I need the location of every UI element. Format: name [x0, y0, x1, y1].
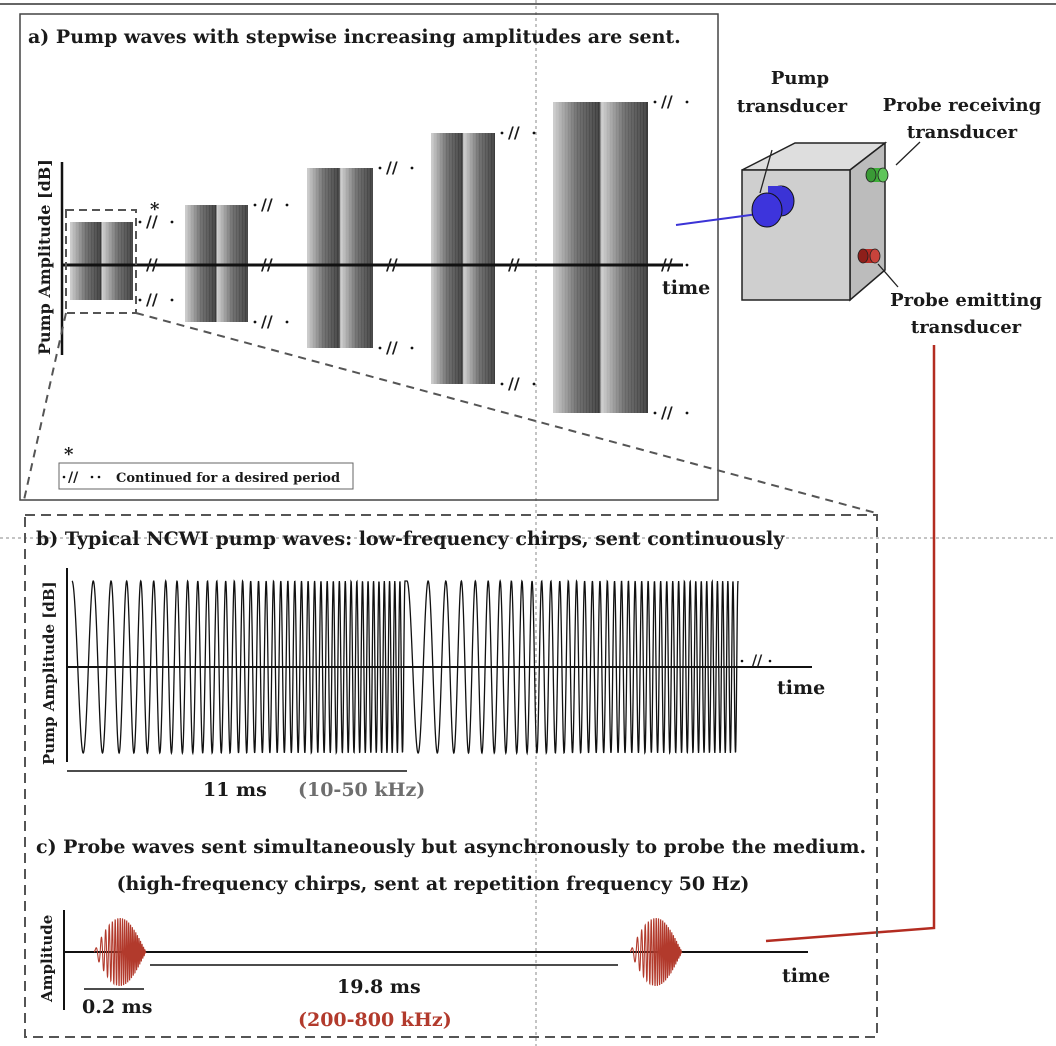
- pump-freq-label: (10-50 kHz): [298, 779, 425, 801]
- probe-freq-label: (200-800 kHz): [298, 1009, 452, 1031]
- panel-c-time-label: time: [782, 965, 830, 987]
- zoom-box: [65, 209, 137, 314]
- panel-bc-frame: [24, 514, 878, 1038]
- break-mark-bottom-1: //: [146, 290, 158, 309]
- panel-a-time-label: time: [662, 277, 710, 299]
- panel-c-title: c) Probe waves sent simultaneously but a…: [36, 836, 866, 858]
- break-mark-bottom-5: //: [661, 403, 673, 422]
- specimen-cube: Pump transducer Probe receiving transduc…: [675, 68, 1042, 338]
- pump-burst-3: [307, 168, 373, 348]
- panel-a-ylabel: Pump Amplitude [dB]: [35, 159, 54, 355]
- panel-b-title: b) Typical NCWI pump waves: low-frequenc…: [36, 528, 785, 550]
- legend-break-mark: //: [68, 470, 79, 486]
- break-mark-axis-1: //: [146, 255, 158, 274]
- probe-receiving-transducer: [865, 167, 877, 183]
- interval-label: 19.8 ms: [337, 976, 421, 998]
- panel-a-title: a) Pump waves with stepwise increasing a…: [28, 26, 681, 48]
- break-marks: // // // // // // // // // // // // // // //: [138, 92, 689, 422]
- panel-c-ylabel: Amplitude: [38, 915, 56, 1003]
- pump-label-1: Pump: [771, 68, 829, 89]
- probe-pulse-2: [629, 917, 683, 987]
- pulse-width-label: 0.2 ms: [82, 996, 152, 1018]
- break-mark-top-2: //: [261, 195, 273, 214]
- panel-a-frame: [19, 13, 719, 501]
- emitting-label-1: Probe emitting: [890, 290, 1042, 311]
- break-mark-axis-2: //: [261, 255, 273, 274]
- duration-label: 11 ms: [203, 779, 267, 801]
- probe-emitting-transducer: [857, 248, 869, 264]
- legend-box: [58, 462, 354, 490]
- panel-b-break-mark: //: [752, 653, 763, 669]
- break-mark-top-3: //: [386, 158, 398, 177]
- pump-label-2: transducer: [737, 96, 848, 117]
- panel-c-subtitle: (high-frequency chirps, sent at repetiti…: [117, 873, 750, 895]
- break-mark-top-1: //: [146, 212, 158, 231]
- legend-asterisk: *: [64, 444, 74, 465]
- break-mark-bottom-3: //: [386, 338, 398, 357]
- panel-b-ylabel: Pump Amplitude [dB]: [40, 581, 58, 765]
- panel-a: a) Pump waves with stepwise increasing a…: [19, 13, 719, 501]
- break-mark-bottom-2: //: [261, 312, 273, 331]
- pump-transducer: [751, 192, 783, 228]
- break-mark-bottom-4: //: [508, 374, 520, 393]
- pump-transducer-cable: [675, 213, 759, 226]
- break-asterisk: *: [150, 199, 160, 220]
- break-mark-top-5: //: [661, 92, 673, 111]
- panel-b: b) Typical NCWI pump waves: low-frequenc…: [36, 528, 825, 801]
- emitting-label-2: transducer: [911, 317, 1022, 338]
- break-mark-top-4: //: [508, 123, 520, 142]
- pump-burst-5: [553, 102, 648, 413]
- legend-text: Continued for a desired period: [116, 471, 340, 486]
- break-mark-axis-5: //: [661, 255, 673, 274]
- zoom-connector-left: [23, 312, 67, 501]
- cube-front-face: [741, 169, 851, 301]
- emitting-connector: [765, 345, 936, 943]
- receiving-label-1: Probe receiving: [883, 95, 1042, 116]
- panel-b-time-label: time: [777, 677, 825, 699]
- break-mark-axis-4: //: [508, 255, 520, 274]
- break-mark-axis-3: //: [386, 255, 398, 274]
- pump-burst-4: [431, 133, 495, 384]
- pump-burst-1: [70, 222, 133, 300]
- panel-c: c) Probe waves sent simultaneously but a…: [36, 836, 866, 1031]
- pump-chirp-waveform: [71, 578, 739, 756]
- receiving-label-2: transducer: [907, 122, 1018, 143]
- zoom-connector-right: [135, 312, 877, 514]
- probe-pulse-1: [93, 917, 147, 987]
